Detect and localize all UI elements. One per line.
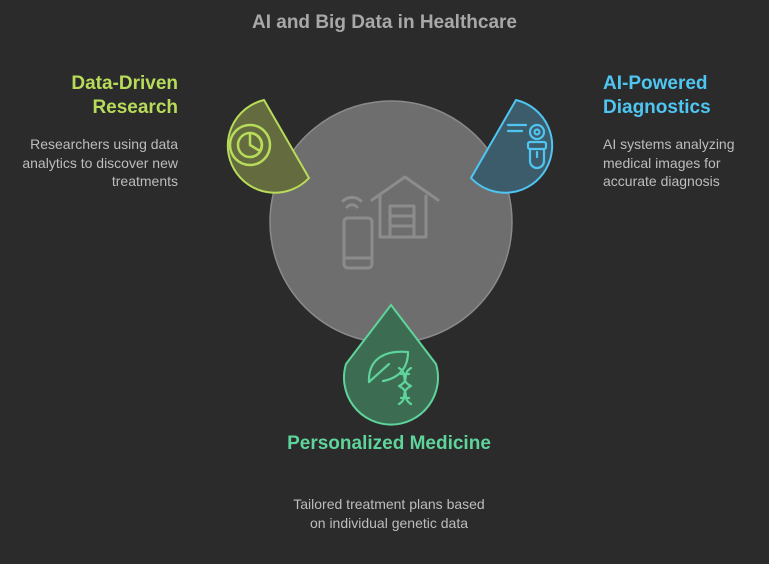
ai-powered-diagnostics-description: AI systems analyzing medical images for … bbox=[603, 136, 735, 189]
personalized-medicine-heading: Personalized Medicine bbox=[287, 433, 491, 454]
data-driven-research-node bbox=[226, 98, 311, 194]
data-driven-research-description: Researchers using data analytics to disc… bbox=[22, 136, 178, 189]
pie-chart-icon bbox=[228, 123, 272, 167]
personalized-medicine-description: Tailored treatment plans based on indivi… bbox=[293, 496, 485, 531]
data-driven-research-heading: Data-Driven Research bbox=[71, 73, 178, 118]
smart-home-device-icon bbox=[341, 175, 440, 270]
personalized-medicine-node bbox=[343, 303, 439, 426]
diagram-title: AI and Big Data in Healthcare bbox=[251, 12, 517, 33]
ai-powered-diagnostics-node bbox=[469, 98, 554, 194]
robot-scanner-icon bbox=[506, 123, 548, 170]
ai-powered-diagnostics-heading: AI-Powered Diagnostics bbox=[603, 73, 711, 118]
leaf-dna-icon bbox=[367, 350, 413, 406]
